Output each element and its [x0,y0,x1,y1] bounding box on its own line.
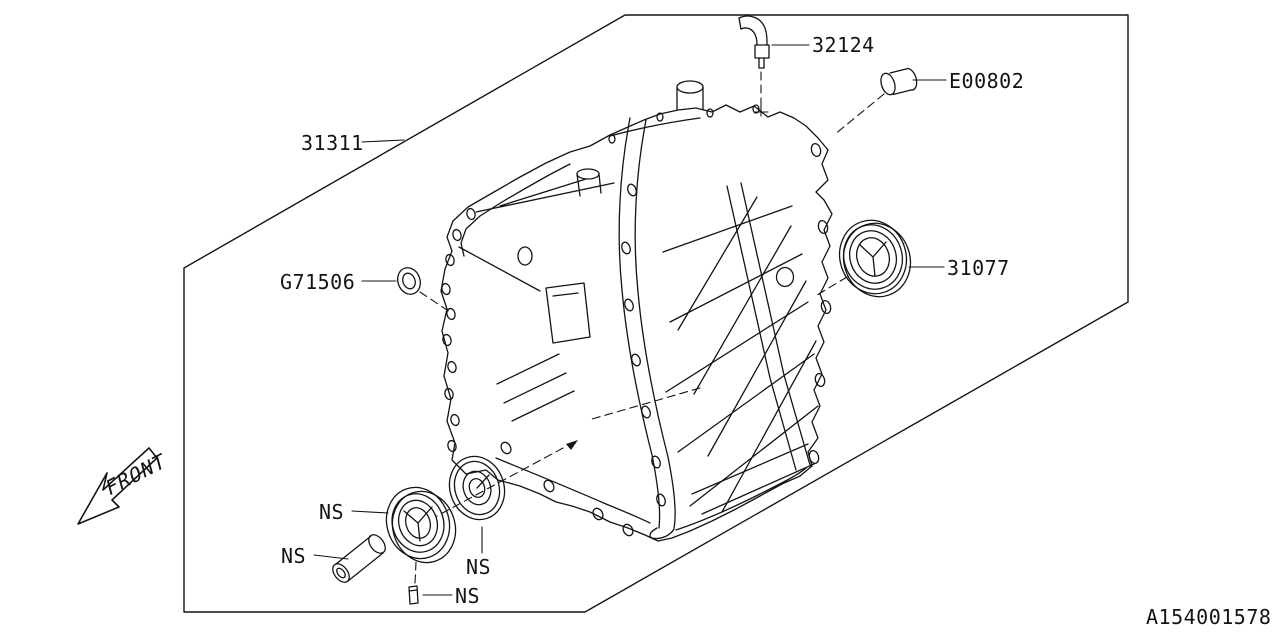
leader-lines [313,44,947,596]
ns-marker-dowel-pin: NS [281,544,307,568]
ns-small-pin-drawing [408,585,419,605]
part-label-oring[interactable]: G71506 [280,270,356,294]
oil-seal-drawing [838,219,912,298]
ns-seal-small-drawing [448,455,506,521]
part-label-case-assembly[interactable]: 31311 [301,131,364,155]
ns-marker-seal-small: NS [466,555,492,579]
part-label-plug[interactable]: E00802 [949,69,1025,93]
ns-seal-large-drawing [385,486,457,564]
part-label-breather-pipe[interactable]: 32124 [812,33,875,57]
assembly-border [183,14,1129,613]
ns-marker-small-pin: NS [455,584,481,608]
breather-pipe-drawing [738,15,770,69]
plug-drawing [880,67,918,96]
assembly-axis-lines [414,71,885,584]
ns-marker-seal-large: NS [319,500,345,524]
ns-dowel-pin-drawing [332,534,386,583]
transmission-case-drawing [440,80,833,542]
doc-id: A154001578 [1146,605,1272,629]
oring-drawing [397,267,421,295]
front-arrow-icon [77,447,158,525]
part-label-oil-seal[interactable]: 31077 [947,256,1010,280]
axis-end-marks [566,105,769,450]
